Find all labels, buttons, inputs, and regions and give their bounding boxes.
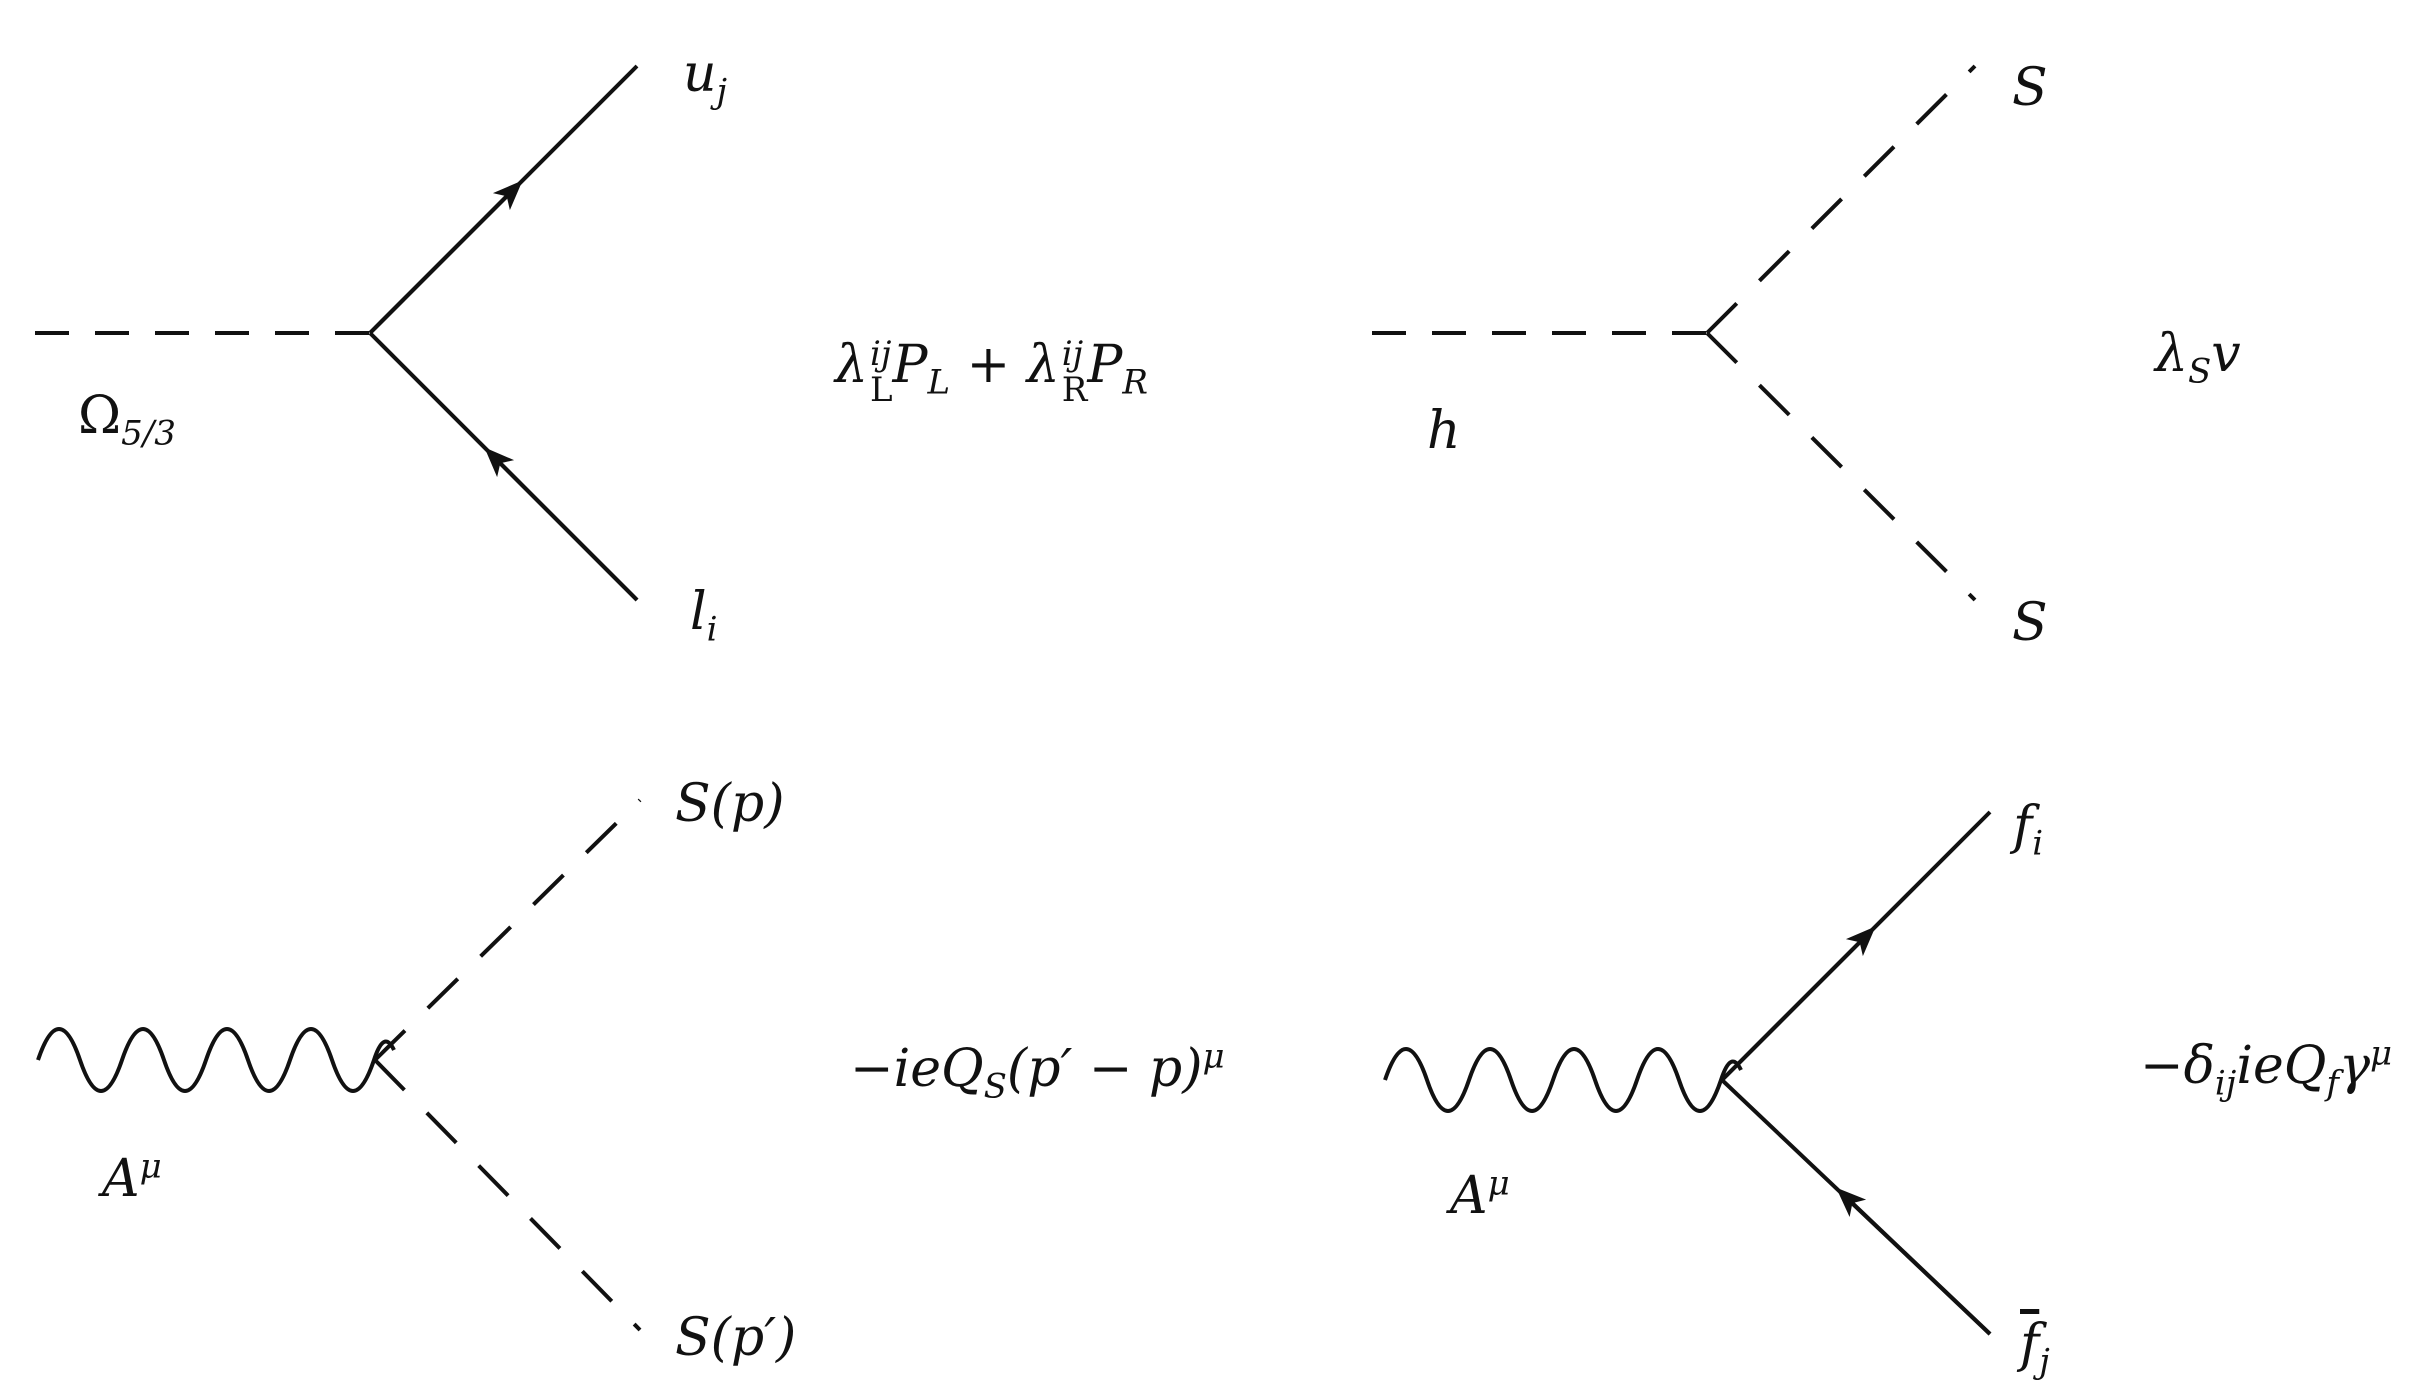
a-mu-label-1: Aμ	[102, 1150, 162, 1205]
lambda-r-sup: ij	[1061, 334, 1084, 374]
s-pprime-label: S(p′)	[675, 1312, 796, 1364]
omega-subscript: 5/3	[121, 413, 176, 454]
photon-wavy-propagator-1	[36, 1027, 396, 1093]
qf-subscript: f	[2326, 1063, 2339, 1104]
s-pprime-scalar-line	[373, 1058, 642, 1332]
s-bottom-label: S	[2012, 597, 2048, 649]
mu-superscript-2: μ	[2370, 1033, 2393, 1074]
higgs-coupling: λSv	[2155, 328, 2241, 388]
omega-symbol: Ω	[78, 386, 122, 446]
higgs-vertex-diagram	[1372, 64, 1977, 602]
s-pprime-text: S(p′)	[675, 1308, 797, 1368]
lambda-r-symbol: λ	[1026, 335, 1060, 396]
gamma-symbol: γ	[2338, 1036, 2371, 1096]
fj-fermion-arrow-segment	[1836, 1187, 1992, 1336]
fi-subscript: i	[2032, 823, 2044, 864]
photon-scalar-vertex-diagram	[36, 798, 642, 1332]
fi-label: fi	[2013, 800, 2043, 860]
photon-fermion-coupling: −δijieQfγμ	[2140, 1037, 2392, 1101]
s-bottom-scalar-line	[1705, 331, 1977, 602]
pl-subscript: L	[927, 362, 951, 403]
pl-symbol: P	[892, 335, 928, 396]
uj-label: uj	[683, 48, 727, 108]
fi-symbol: f	[2013, 796, 2033, 856]
delta-symbol: −δ	[2140, 1036, 2215, 1096]
momentum-diff-text: (p′ − p)	[1006, 1039, 1203, 1099]
lambda-s-subscript: S	[2187, 351, 2212, 392]
omega-vertex-diagram	[35, 64, 639, 602]
uj-symbol: u	[683, 44, 717, 104]
a-superscript-1: μ	[139, 1146, 162, 1187]
h-symbol: h	[1427, 401, 1461, 461]
li-label: li	[690, 586, 718, 646]
fi-fermion-arrow-segment	[1720, 926, 1876, 1082]
omega-label: Ω5/3	[78, 390, 176, 450]
qs-subscript: S	[983, 1066, 1007, 1107]
ieq-text-2: ieQ	[2236, 1036, 2327, 1096]
lambda-r-sub: R	[1061, 369, 1088, 410]
li-fermion-arrow-segment	[484, 447, 639, 602]
s-p-text: S(p)	[675, 774, 785, 834]
photon-scalar-coupling: −ieQS(p′ − p)μ	[850, 1040, 1225, 1104]
li-symbol: l	[690, 582, 707, 642]
a-mu-label-2: Aμ	[1450, 1167, 1510, 1222]
s-p-label: S(p)	[675, 778, 784, 830]
uj-fermion-arrow-segment	[368, 180, 523, 335]
delta-subscript: ij	[2214, 1063, 2237, 1104]
pr-symbol: P	[1087, 335, 1123, 396]
lambda-l-sub: L	[869, 369, 893, 410]
lambda-s-symbol: λ	[2155, 324, 2188, 384]
a-superscript-2: μ	[1487, 1163, 1510, 1204]
fj-bar-symbol: f	[2020, 1314, 2040, 1374]
plus-sign: +	[950, 335, 1027, 396]
s-top-symbol: S	[2012, 58, 2048, 118]
photon-wavy-propagator-2	[1383, 1047, 1743, 1113]
ieq-text: −ieQ	[850, 1039, 984, 1099]
vev-symbol: v	[2211, 324, 2241, 384]
a-symbol-2: A	[1450, 1166, 1488, 1226]
s-top-label: S	[2012, 62, 2048, 114]
lambda-l-symbol: λ	[835, 335, 868, 396]
mu-superscript-1: μ	[1202, 1036, 1225, 1077]
s-bottom-symbol: S	[2012, 593, 2048, 653]
fj-bar-label: fj	[2020, 1318, 2050, 1378]
photon-fermion-vertex-diagram	[1383, 810, 1992, 1336]
s-top-scalar-line	[1705, 64, 1977, 335]
uj-subscript: j	[716, 71, 728, 112]
h-label: h	[1427, 405, 1461, 457]
a-symbol-1: A	[102, 1149, 140, 1209]
s-p-scalar-line	[373, 798, 642, 1062]
lambda-l-sup: ij	[869, 334, 892, 374]
pr-subscript: R	[1122, 362, 1148, 403]
li-subscript: i	[706, 609, 718, 650]
fj-subscript: j	[2039, 1341, 2050, 1381]
